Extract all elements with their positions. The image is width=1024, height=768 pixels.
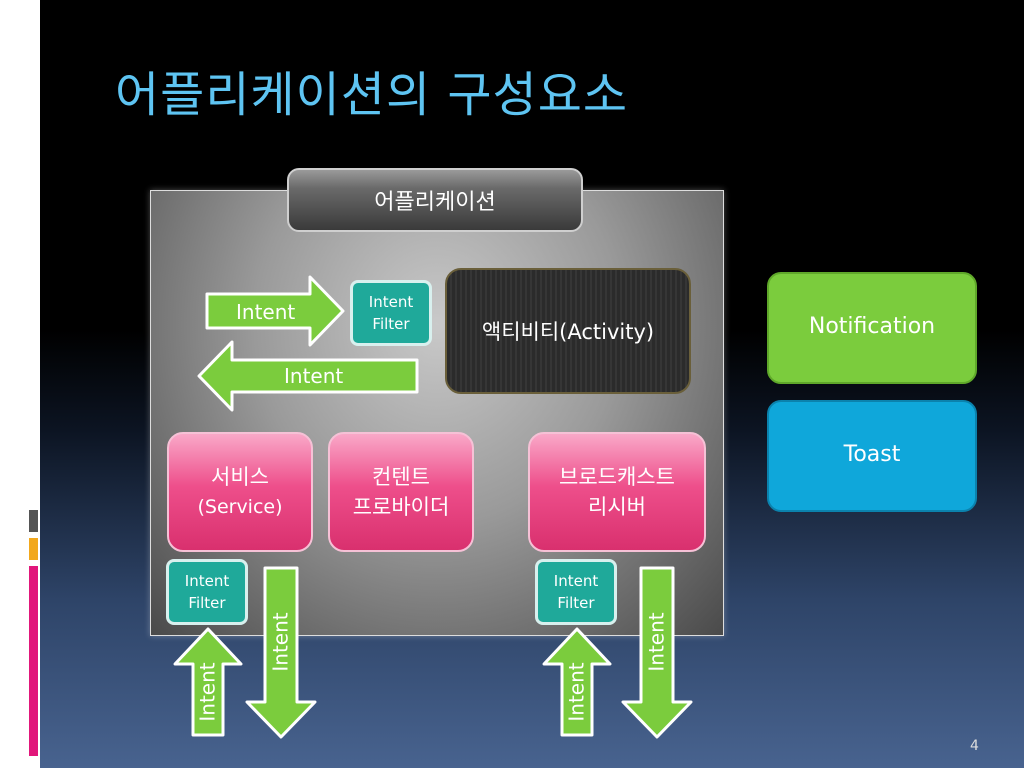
intent-label-left: Intent	[284, 364, 344, 388]
slide-title: 어플리케이션의 구성요소	[115, 67, 629, 123]
service-label: 서비스	[211, 465, 269, 489]
decor-bar-gray	[29, 510, 38, 532]
left-strip	[0, 0, 40, 768]
toast-box: Toast	[767, 400, 977, 512]
decor-line	[19, 18, 23, 80]
decor-line	[26, 18, 30, 80]
content-provider-label: 컨텐트	[372, 465, 430, 489]
intent-arrow-right	[205, 275, 345, 347]
intent-filter-receiver: Intent Filter	[535, 559, 617, 625]
broadcast-receiver-label: 브로드캐스트	[559, 465, 675, 489]
intent-filter-line2: Filter	[188, 594, 226, 612]
notification-box: Notification	[767, 272, 977, 384]
intent-filter-line2: Filter	[557, 594, 595, 612]
intent-arrow-down-service	[245, 566, 317, 739]
intent-filter-activity: Intent Filter	[350, 280, 432, 346]
intent-arrow-up-receiver	[542, 627, 612, 737]
broadcast-receiver-sublabel: 리시버	[588, 495, 646, 519]
content-provider-box: 컨텐트 프로바이더	[328, 432, 474, 552]
intent-arrow-up-service	[173, 627, 243, 737]
intent-filter-line2: Filter	[372, 315, 410, 333]
application-label: 어플리케이션	[287, 168, 583, 232]
service-sublabel: (Service)	[197, 496, 283, 518]
intent-arrow-left	[197, 340, 419, 412]
broadcast-receiver-box: 브로드캐스트 리시버	[528, 432, 706, 552]
intent-filter-line1: Intent	[184, 572, 230, 590]
intent-filter-line1: Intent	[553, 572, 599, 590]
decor-line	[33, 18, 37, 80]
intent-label-down-service: Intent	[268, 612, 293, 672]
intent-label-right: Intent	[236, 300, 296, 324]
intent-label-up-receiver: Intent	[564, 662, 589, 722]
intent-filter-service: Intent Filter	[166, 559, 248, 625]
activity-box: 액티비티(Activity)	[445, 268, 691, 394]
page-number: 4	[970, 738, 979, 754]
intent-label-down-receiver: Intent	[644, 612, 669, 672]
decor-bar-orange	[29, 538, 38, 560]
intent-arrow-down-receiver	[621, 566, 693, 739]
intent-filter-line1: Intent	[368, 293, 414, 311]
service-box: 서비스 (Service)	[167, 432, 313, 552]
decor-bar-pink	[29, 566, 38, 756]
intent-label-up-service: Intent	[195, 662, 220, 722]
content-provider-sublabel: 프로바이더	[352, 495, 450, 519]
